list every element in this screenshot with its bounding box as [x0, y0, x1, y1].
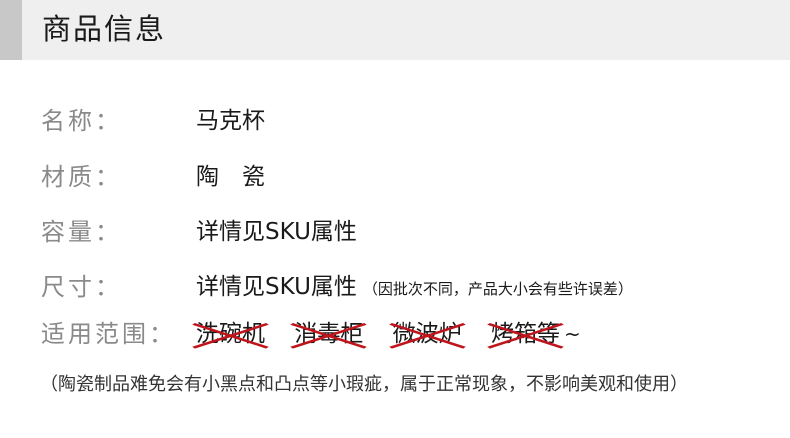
spec-label-material: 材质： — [41, 163, 122, 191]
spec-value-material: 陶 瓷 — [196, 164, 265, 190]
cross-mark-icon — [290, 323, 368, 349]
header-accent-bar — [0, 0, 22, 60]
size-tolerance-note: （因批次不同，产品大小会有些许误差） — [362, 280, 633, 298]
spec-label-name: 名称： — [41, 107, 122, 135]
spec-label-capacity: 容量： — [41, 218, 122, 246]
usage-item-oven: 烤箱等 — [487, 314, 564, 354]
spec-value-size: 详情见SKU属性 （因批次不同，产品大小会有些许误差） — [196, 267, 633, 309]
spec-value-capacity: 详情见SKU属性 — [196, 219, 357, 245]
usage-tail: ~ — [563, 322, 581, 346]
defect-disclaimer: （陶瓷制品难免会有小黑点和凸点等小瑕疵，属于正常现象，不影响美观和使用） — [40, 374, 688, 395]
spec-value-name: 马克杯 — [196, 108, 265, 134]
spec-label-usage: 适用范围： — [41, 320, 176, 348]
section-title: 商品信息 — [42, 12, 167, 46]
spec-value-size-text: 详情见SKU属性 — [196, 274, 357, 300]
section-header: 商品信息 — [0, 0, 790, 60]
spec-label-size: 尺寸： — [41, 273, 122, 301]
usage-list: 洗碗机 消毒柜 微波炉 烤箱等 ~ — [192, 314, 581, 354]
usage-item-sterilizer: 消毒柜 — [290, 314, 368, 354]
usage-item-microwave: 微波炉 — [388, 314, 466, 354]
cross-mark-icon — [192, 323, 269, 349]
cross-mark-icon — [487, 323, 564, 349]
usage-item-dishwasher: 洗碗机 — [192, 314, 269, 354]
cross-mark-icon — [388, 323, 466, 349]
